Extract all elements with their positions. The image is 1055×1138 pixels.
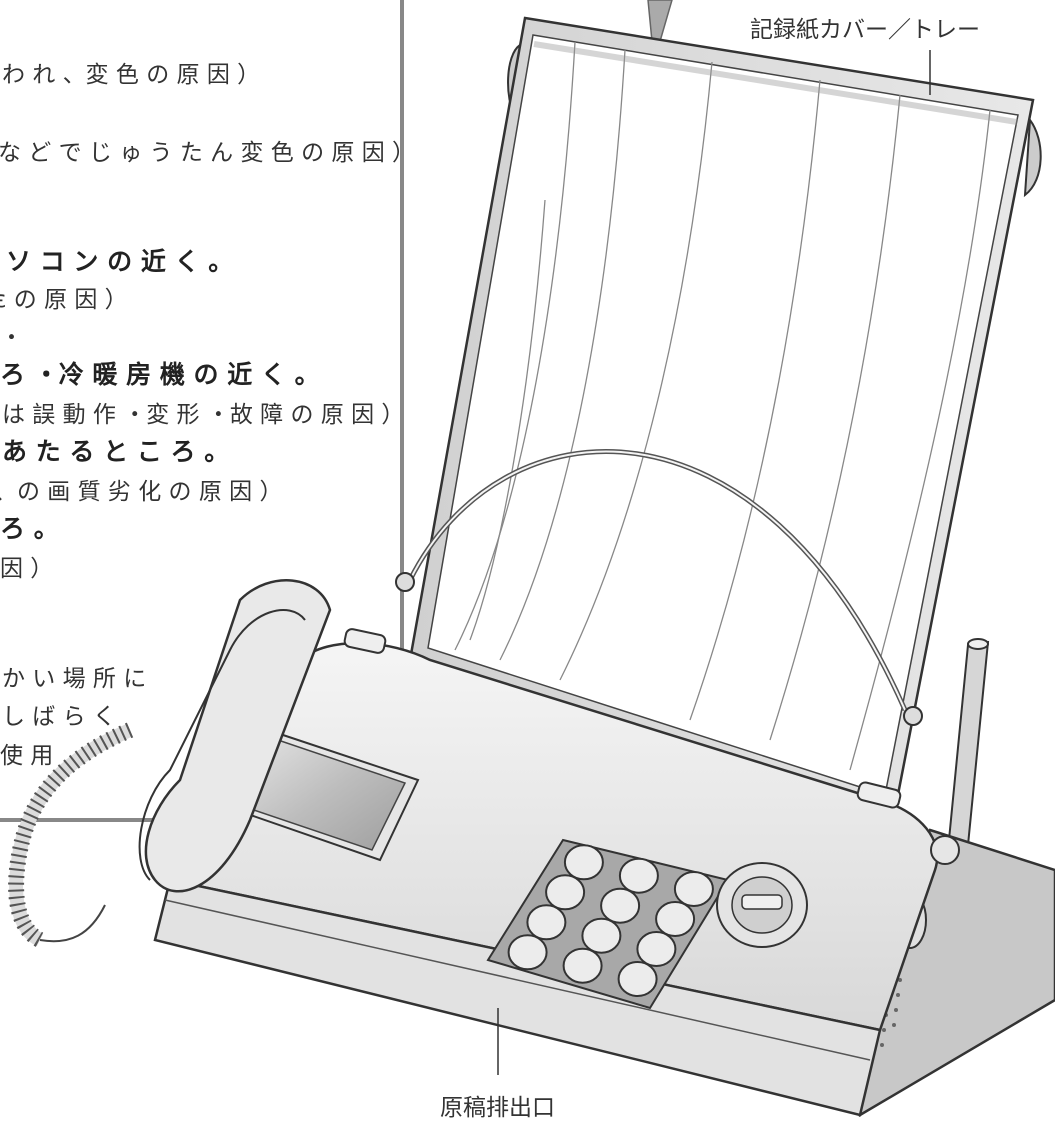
paper-tray — [408, 16, 1042, 812]
text-line: わ れ 、変 色 の 原 因 ） — [2, 62, 260, 88]
keypad-key[interactable] — [563, 844, 604, 881]
navigator-dial[interactable] — [716, 862, 808, 948]
keypad-key[interactable] — [618, 857, 659, 894]
keypad-key[interactable] — [526, 904, 567, 941]
text-line: は 誤 動 作 ・変 形 ・故 障 の 原 因 ） — [2, 402, 404, 428]
text-line: ソ コ ン の 近 く 。 — [6, 247, 233, 276]
text-line: 、の 画 質 劣 化 の 原 因 ） — [0, 479, 283, 505]
keypad-key[interactable] — [545, 874, 586, 911]
text-line: か い 場 所 に — [2, 666, 146, 692]
keypad-key[interactable] — [636, 931, 677, 967]
wire-support — [395, 449, 923, 726]
text-line: 使 用 — [0, 743, 53, 769]
text-line: ・ — [0, 325, 23, 351]
keypad-key[interactable] — [581, 917, 622, 954]
text-line: ε の 原 因 ） — [0, 287, 128, 313]
coiled-cord — [8, 722, 134, 948]
document-exit-label: 原稿排出口 — [440, 1095, 555, 1121]
keypad-key[interactable] — [617, 961, 658, 997]
text-line: な ど で じ ゅ う た ん 変 色 の 原 因 ） — [0, 140, 415, 166]
precautions-text: わ れ 、変 色 の 原 因 ） な ど で じ ゅ う た ん 変 色 の 原… — [0, 62, 415, 769]
text-line: し ば ら く — [2, 704, 116, 730]
keypad-key[interactable] — [673, 871, 714, 907]
keypad-key[interactable] — [507, 934, 548, 971]
text-line: ろ 。 — [0, 514, 59, 543]
paper-cover-tray-label: 記録紙カバー／トレー — [750, 17, 980, 43]
antenna — [946, 638, 990, 852]
text-line: 因 ） — [0, 556, 53, 582]
handset — [138, 579, 332, 893]
keypad-key[interactable] — [600, 887, 641, 924]
keypad-key[interactable] — [562, 947, 603, 984]
keypad-key[interactable] — [655, 901, 696, 937]
keypad — [486, 838, 730, 1010]
text-line: ろ ・冷 暖 房 機 の 近 く 。 — [0, 360, 320, 389]
leader-lines — [497, 50, 931, 1075]
text-line: あ た る と こ ろ 。 — [2, 437, 229, 466]
